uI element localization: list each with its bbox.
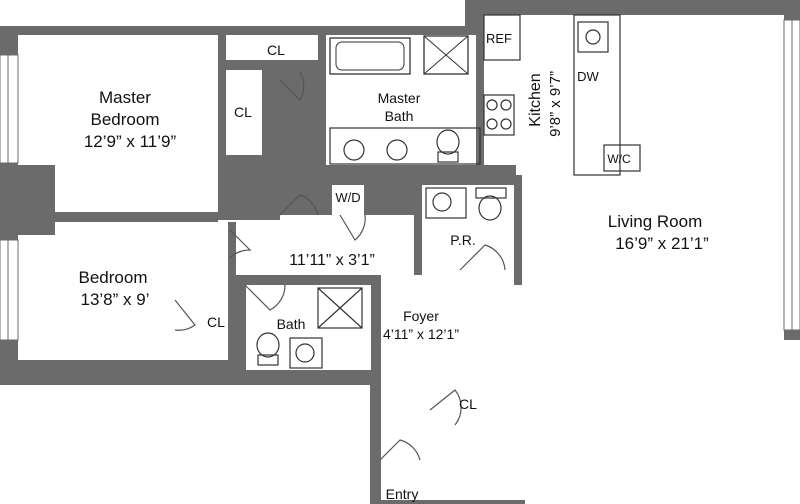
bathtub (329, 37, 411, 75)
closet-label-top: CL (267, 42, 285, 58)
washer-dryer-label: W/D (335, 190, 360, 205)
room-floors (18, 15, 784, 500)
shower (423, 35, 469, 75)
double-vanity (329, 127, 481, 165)
bedroom-size: 13’8” x 9’ (81, 290, 150, 309)
living-room-name: Living Room (608, 212, 703, 231)
master-bedroom-size: 12’9” x 11’9” (84, 132, 177, 151)
window-left (0, 54, 19, 341)
pr-fixtures (425, 187, 507, 221)
powder-room-name: P.R. (450, 232, 475, 248)
refrigerator-label: REF (486, 31, 512, 46)
master-bedroom-name-1: Master (99, 88, 151, 107)
door-swings (174, 71, 506, 461)
master-bath-name-1: Master (378, 90, 421, 106)
entry-label: Entry (386, 486, 419, 502)
bedroom-name: Bedroom (79, 268, 148, 287)
foyer-size: 4’11” x 12’1” (383, 326, 459, 342)
closet-label-master: CL (234, 104, 252, 120)
closet-label-bedroom: CL (207, 314, 225, 330)
closet-label-entry: CL (459, 396, 477, 412)
kitchen-size: 9’8” x 9’7” (547, 71, 564, 137)
master-bedroom-name-2: Bedroom (91, 110, 160, 129)
dishwasher-label: DW (577, 69, 599, 84)
hall-size: 11’11” x 3’1” (289, 252, 375, 269)
bath-name: Bath (277, 316, 306, 332)
wine-cooler-label: W/C (607, 152, 631, 166)
foyer-name: Foyer (403, 308, 439, 324)
window-right (783, 19, 800, 331)
interior-walls (0, 12, 522, 385)
master-bath-name-2: Bath (385, 108, 414, 124)
kitchen-counter (483, 14, 641, 176)
living-room-size: 16’9” x 21’1” (615, 234, 709, 253)
bath-fixtures (256, 287, 363, 369)
kitchen-name: Kitchen (527, 73, 544, 126)
